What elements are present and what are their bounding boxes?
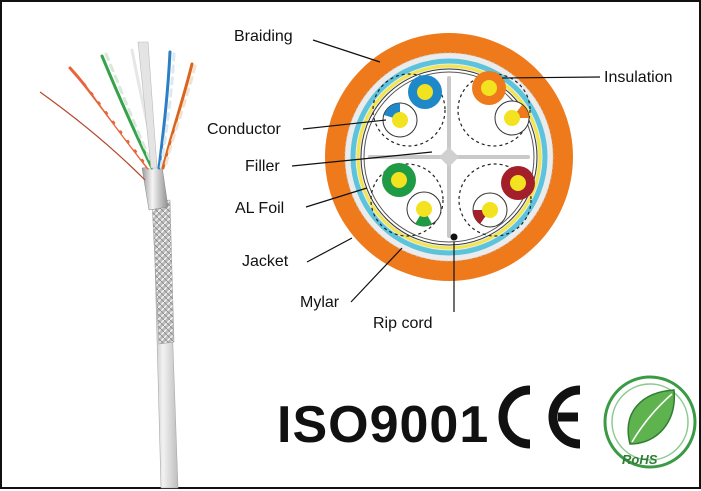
rohs-label: RoHS <box>622 452 658 467</box>
cable-drain-wire <box>39 91 146 181</box>
cable-filler <box>137 41 158 169</box>
label-mylar: Mylar <box>300 294 340 311</box>
ce-mark <box>498 385 581 449</box>
pair-orange <box>472 71 530 136</box>
label-braiding: Braiding <box>234 28 293 45</box>
rohs-badge <box>603 375 697 469</box>
cable-illustration <box>39 41 197 489</box>
label-conductor: Conductor <box>207 121 281 138</box>
label-jacket: Jacket <box>242 253 289 270</box>
cable-cross-section <box>325 33 573 281</box>
cross-section-blue-layer <box>350 58 548 256</box>
label-al-foil: AL Foil <box>235 200 285 217</box>
label-rip-cord: Rip cord <box>373 315 433 332</box>
pair-brown <box>472 166 535 228</box>
pair-blue <box>382 75 442 138</box>
iso-certification: ISO9001 <box>277 396 490 454</box>
leader-lines <box>291 39 601 312</box>
cable-braid <box>151 199 175 345</box>
label-filler: Filler <box>245 158 280 175</box>
cross-section-yellow-layer <box>356 64 542 250</box>
pair-green <box>382 163 442 227</box>
cable-twisted-pairs <box>68 48 197 170</box>
label-insulation: Insulation <box>604 69 673 86</box>
rip-cord-dot <box>450 233 458 241</box>
cable-foil <box>141 165 169 211</box>
